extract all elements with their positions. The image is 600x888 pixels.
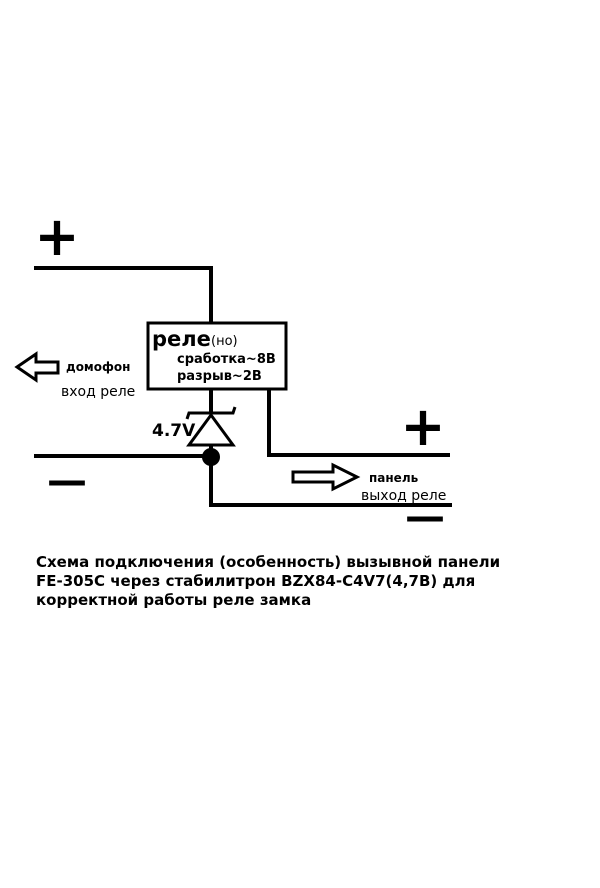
diagram-caption: Схема подключения (особенность) вызывной… [36, 553, 576, 610]
right-plus-sign: + [400, 395, 445, 458]
caption-line-3: корректной работы реле замка [36, 591, 312, 609]
caption-line-2: FE-305C через стабилитрон BZX84-C4V7(4,7… [36, 572, 476, 590]
left-port-label: вход реле [61, 384, 135, 400]
left-arrow-icon [14, 351, 60, 383]
zener-diode-cathode [185, 406, 237, 420]
right-port-label: выход реле [361, 488, 446, 504]
right-minus-sign: — [405, 494, 445, 540]
left-device-label: домофон [66, 360, 130, 374]
left-plus-sign: + [34, 205, 79, 268]
relay-type: (но) [211, 334, 238, 349]
zener-diode-body [186, 412, 236, 447]
zener-voltage-label: 4.7V [152, 421, 196, 441]
relay-release-voltage: разрыв~2В [177, 369, 262, 384]
right-arrow-icon [291, 462, 361, 492]
relay-title: реле [152, 327, 211, 351]
right-device-label: панель [369, 471, 419, 485]
relay-trigger-voltage: сработка~8В [177, 352, 276, 367]
left-minus-sign: — [47, 458, 87, 504]
caption-line-1: Схема подключения (особенность) вызывной… [36, 553, 501, 571]
relay-box [146, 321, 288, 391]
